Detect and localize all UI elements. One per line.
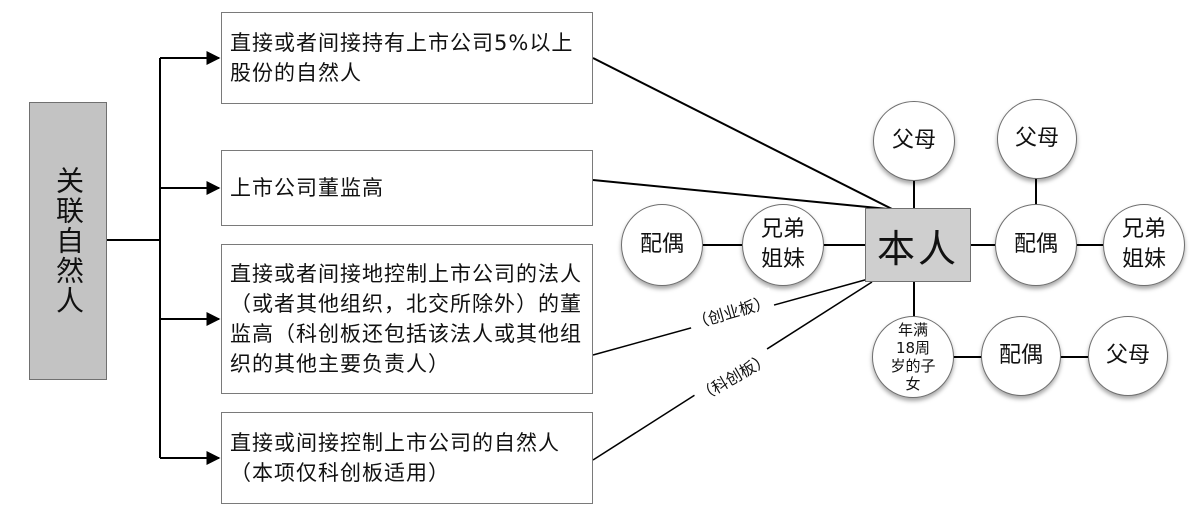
node-parents-of-spouse: 父母 [997, 99, 1077, 179]
node-siblings-of-spouse: 兄弟姐妹 [1103, 204, 1185, 286]
node-siblings-self: 兄弟姐妹 [742, 204, 824, 286]
self-node: 本人 [865, 208, 971, 282]
criteria-text-2: 上市公司董监高 [230, 176, 384, 200]
criteria-box-4: 直接或间接控制上市公司的自然人（本项仅科创板适用） [221, 412, 593, 504]
node-parents-self: 父母 [873, 101, 955, 181]
node-parents-of-child-spouse: 父母 [1088, 316, 1168, 396]
root-node: 关联自然人 [29, 102, 107, 380]
root-label: 关联自然人 [52, 166, 85, 316]
node-spouse-of-child: 配偶 [981, 316, 1061, 396]
criteria-text-3: 直接或者间接地控制上市公司的法人（或者其他组织，北交所除外）的董监高（科创板还包… [230, 262, 582, 376]
criteria-box-3: 直接或者间接地控制上市公司的法人（或者其他组织，北交所除外）的董监高（科创板还包… [221, 244, 593, 394]
node-parents-of-child-spouse-label: 父母 [1105, 343, 1150, 368]
criteria-box-1: 直接或者间接持有上市公司5%以上股份的自然人 [221, 12, 593, 104]
node-parents-self-label: 父母 [891, 128, 936, 153]
node-spouse-of-sibling: 配偶 [621, 204, 703, 286]
link-box2-self [592, 179, 889, 210]
node-adult-child-label: 年满18周岁的子女 [890, 321, 936, 393]
link-box1-self [592, 57, 893, 210]
criteria-text-1: 直接或者间接持有上市公司5%以上股份的自然人 [230, 31, 574, 85]
node-spouse-self-label: 配偶 [1013, 232, 1058, 257]
node-siblings-of-spouse-label: 兄弟姐妹 [1121, 217, 1166, 272]
self-label: 本人 [876, 226, 959, 271]
node-spouse-of-sibling-label: 配偶 [639, 232, 684, 257]
node-siblings-self-label: 兄弟姐妹 [760, 217, 805, 272]
node-spouse-of-child-label: 配偶 [998, 343, 1043, 368]
node-spouse-self: 配偶 [995, 204, 1077, 286]
criteria-text-4: 直接或间接控制上市公司的自然人（本项仅科创板适用） [230, 431, 560, 485]
criteria-box-2: 上市公司董监高 [221, 150, 593, 226]
node-parents-of-spouse-label: 父母 [1014, 126, 1059, 151]
node-adult-child: 年满18周岁的子女 [872, 316, 954, 398]
